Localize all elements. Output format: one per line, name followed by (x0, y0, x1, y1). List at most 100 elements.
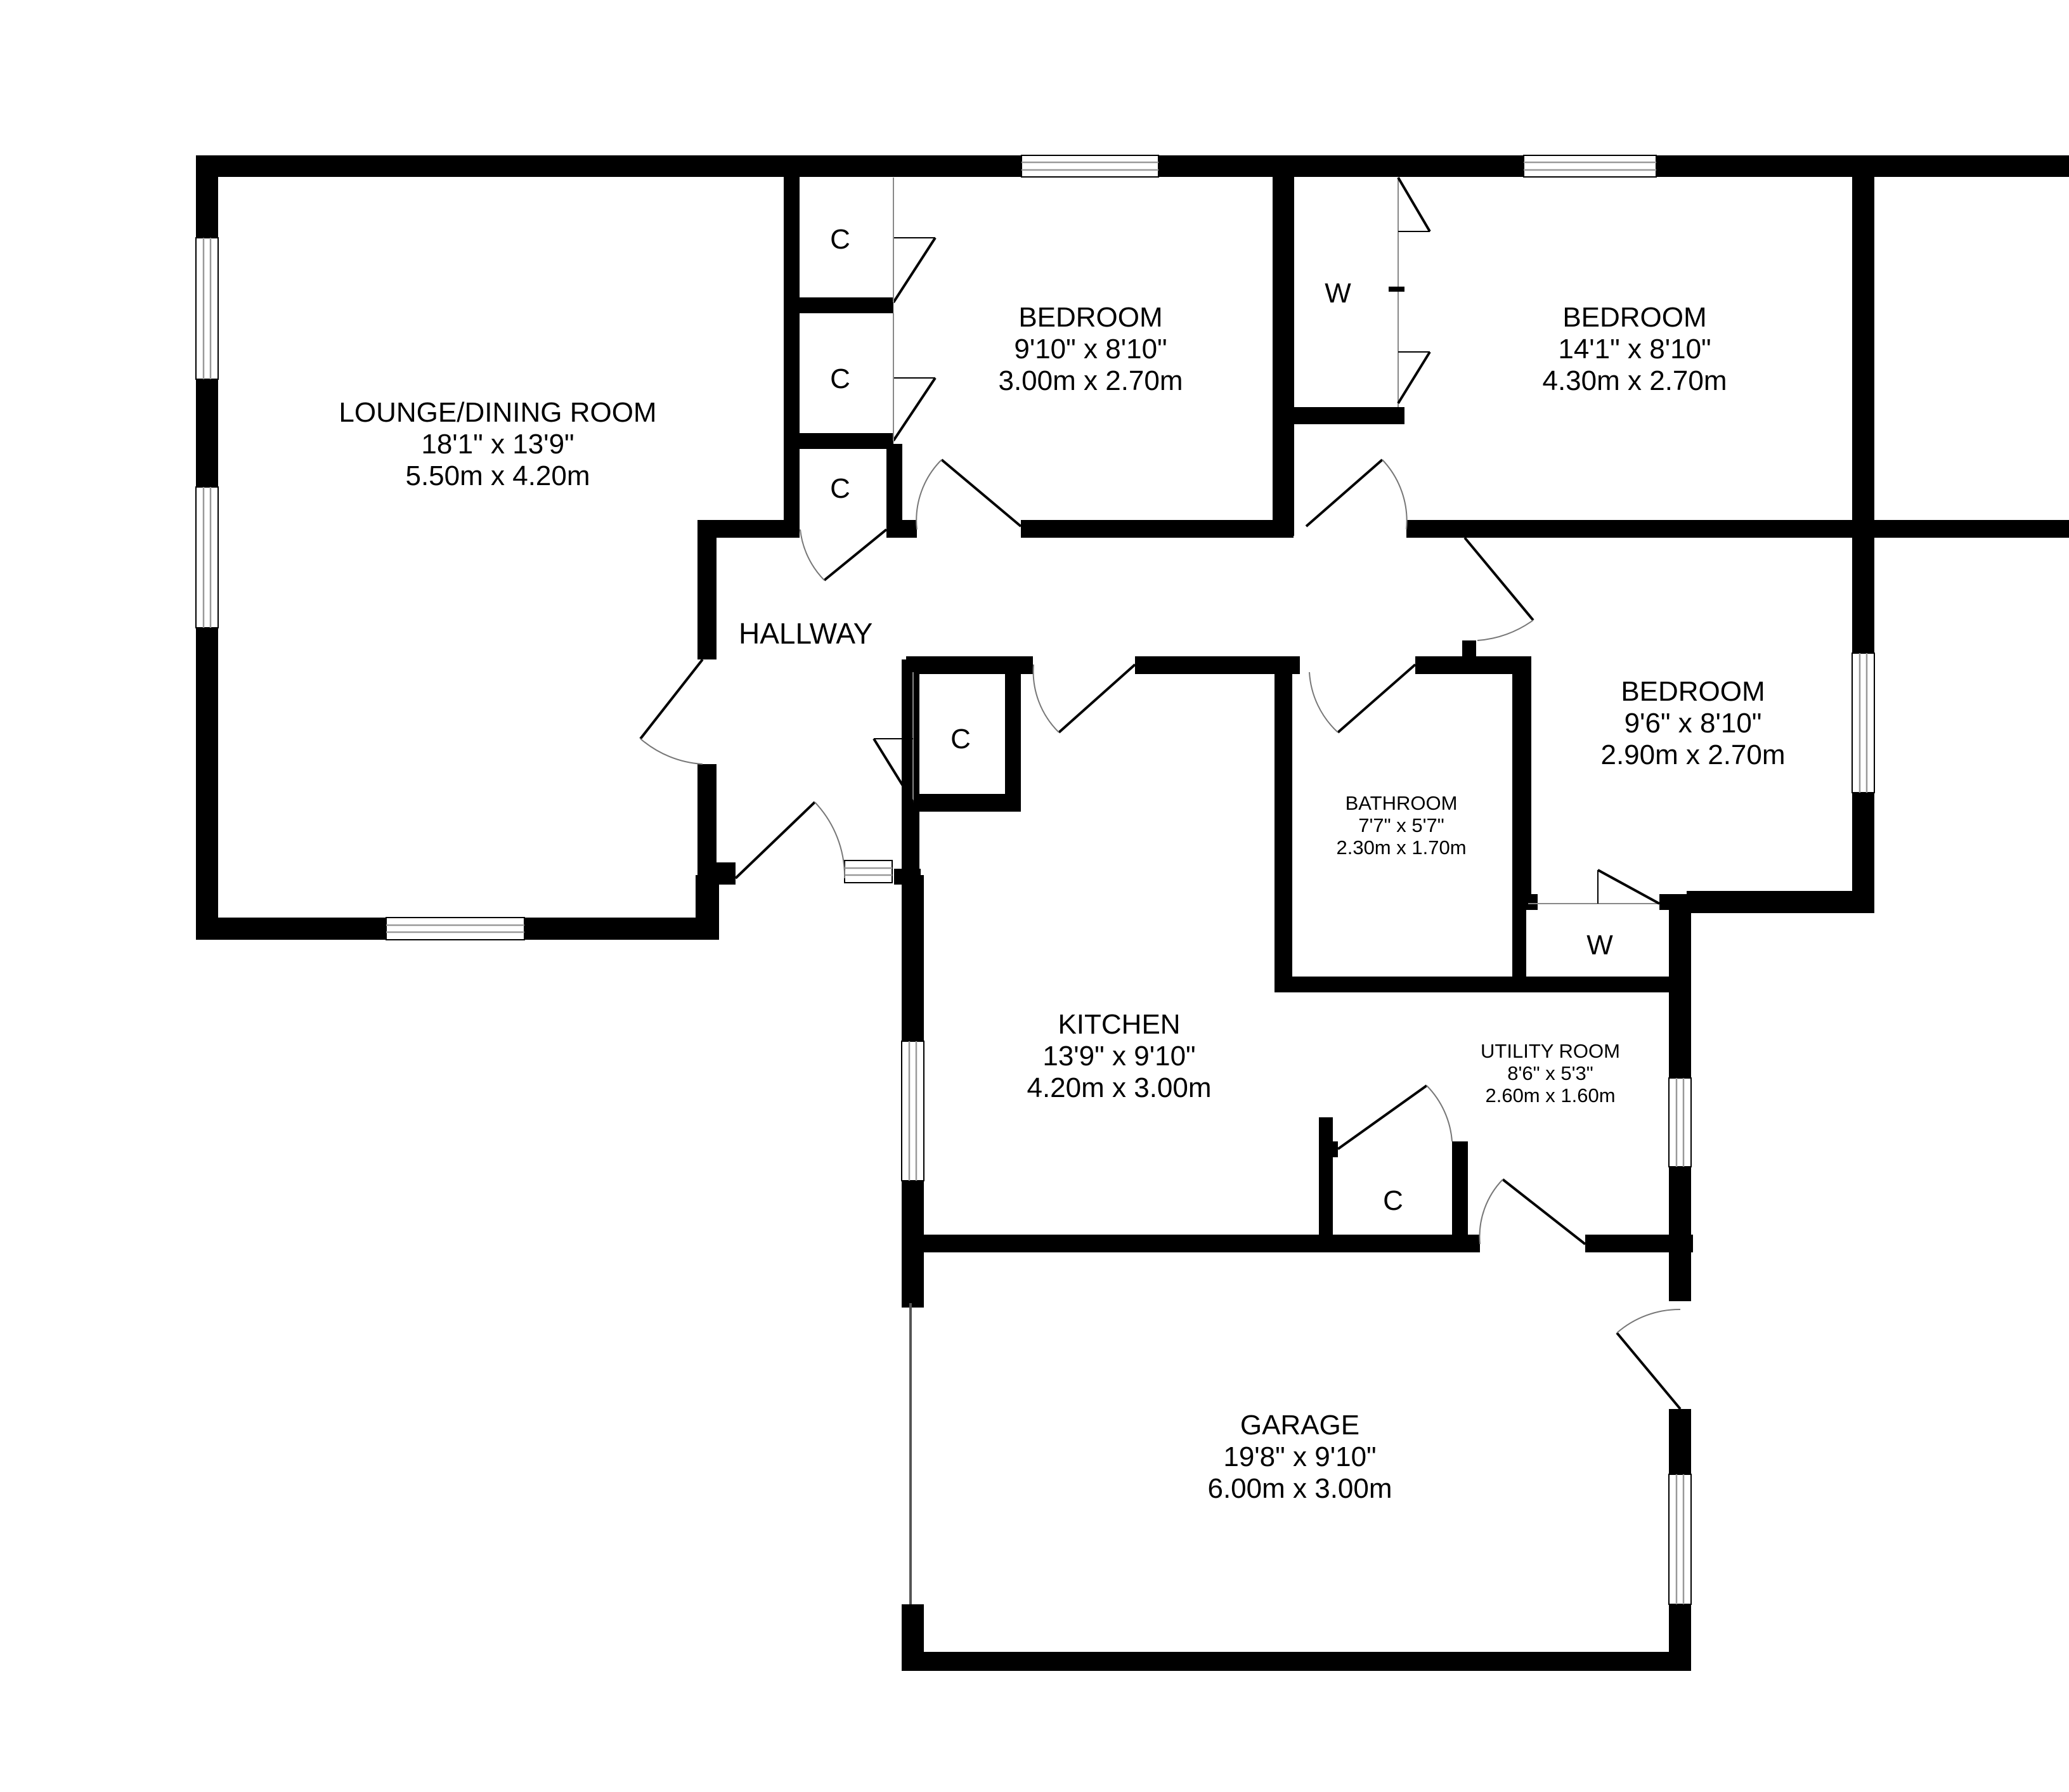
door-cupboard3 (800, 528, 888, 581)
window-bedroom2-top (1523, 155, 1657, 178)
door-cupboard2 (892, 313, 937, 442)
bedroom2-name: BEDROOM (1562, 302, 1706, 333)
wall-bedroom2-bottom (1406, 520, 2069, 538)
wall-cupboard-div-1 (784, 297, 893, 313)
door-lounge (639, 658, 704, 765)
wall-kitchen-entry (902, 794, 919, 873)
bedroom1-metric: 3.00m x 2.70m (998, 365, 1183, 396)
window-bedroom3-right (1852, 653, 1875, 793)
door-utility (1479, 1178, 1586, 1245)
bathroom-name: BATHROOM (1346, 792, 1458, 814)
door-wardrobe-bedroom3 (1528, 869, 1660, 905)
door-bedroom1 (916, 458, 1022, 530)
wall-top-left (196, 155, 1022, 177)
kitchen-name: KITCHEN (1058, 1009, 1180, 1040)
wall-lounge-bottom-2 (524, 918, 719, 940)
garage-name: GARAGE (1240, 1410, 1359, 1441)
wall-hallcup-bottom (902, 794, 1021, 812)
wall-top-mid (1158, 155, 1524, 177)
wall-hallcup-left (902, 659, 919, 802)
wall-bedroom1-bottom (1021, 520, 1294, 538)
cupboard-label-hall: C (950, 724, 971, 755)
window-lounge-bottom (386, 917, 525, 940)
bathroom-metric: 2.30m x 1.70m (1336, 836, 1466, 859)
cupboard-label-utility: C (1383, 1185, 1403, 1216)
wall-garage-right-1 (1669, 1409, 1691, 1474)
wardrobe-label-bedroom3: W (1586, 930, 1613, 961)
wall-kitchen-left-1 (902, 875, 924, 1041)
utility-metric: 2.60m x 1.60m (1485, 1084, 1615, 1107)
wall-lounge-left-2 (196, 379, 218, 487)
door-bathroom (1309, 663, 1417, 734)
wall-bedroom1-bedroom2 (1273, 155, 1294, 536)
door-cupboard1 (892, 178, 937, 304)
wall-kitchen-bottom (902, 1235, 1480, 1252)
doors (639, 176, 1682, 1410)
door-wardrobe-bedroom2 (1389, 176, 1431, 407)
bedroom3-imperial: 9'6" x 8'10" (1625, 708, 1762, 739)
wall-hallcup-right (1005, 659, 1021, 812)
door-garage-side (1616, 1308, 1682, 1410)
wall-bath-left (1274, 672, 1292, 992)
wall-hall-stub-top (886, 520, 917, 538)
wall-lounge-bottom-1 (196, 918, 386, 940)
wall-wardrobe-bottom (1289, 407, 1404, 424)
window-lounge-left-1 (195, 237, 219, 380)
wall-utility-right-1 (1669, 894, 1691, 1078)
hallway-label: HALLWAY (739, 617, 872, 650)
wall-bedroom3-right-1 (1852, 523, 1874, 653)
kitchen-metric: 4.20m x 3.00m (1027, 1072, 1211, 1103)
wall-garage-bottom (902, 1652, 1691, 1671)
bedroom1-imperial: 9'10" x 8'10" (1014, 334, 1167, 365)
wall-utility-right-3 (1669, 1235, 1691, 1301)
wall-kitchen-top-2 (1135, 656, 1300, 674)
wall-cupboard-div-2 (784, 433, 893, 449)
lounge-imperial: 18'1" x 13'9" (421, 429, 574, 460)
wall-utilcup-stub (1319, 1141, 1338, 1157)
wall-lounge-right (784, 155, 800, 520)
wall-bath-top (1415, 656, 1531, 674)
window-kitchen-left (901, 1041, 924, 1181)
wall-wardrobe-left (1512, 910, 1526, 992)
window-lounge-left-2 (195, 486, 219, 628)
wall-garage-right-2 (1669, 1604, 1691, 1671)
garage-metric: 6.00m x 3.00m (1207, 1473, 1392, 1504)
window-hall-small (844, 860, 893, 883)
bedroom1-name: BEDROOM (1018, 302, 1162, 333)
door-kitchen (1032, 663, 1136, 734)
walls (196, 155, 2069, 1671)
wall-utilcup-left (1319, 1117, 1333, 1250)
wall-bedroom3-bottom (1687, 891, 1874, 913)
bedroom2-metric: 4.30m x 2.70m (1542, 365, 1727, 396)
wardrobe-label-bedroom2: W (1325, 278, 1351, 309)
wall-hall-left-1 (697, 520, 717, 659)
door-hall-cupboard (872, 672, 914, 803)
door-hall-front (734, 801, 846, 880)
lounge-name: LOUNGE/DINING ROOM (339, 397, 656, 428)
wall-lounge-left-3 (196, 628, 218, 940)
door-bedroom2 (1305, 458, 1408, 530)
wall-lounge-left-1 (196, 155, 218, 238)
utility-name: UTILITY ROOM (1481, 1040, 1620, 1062)
window-utility-right (1668, 1077, 1692, 1167)
wall-garage-left-top (902, 1252, 919, 1303)
bedroom2-imperial: 14'1" x 8'10" (1558, 334, 1711, 365)
window-garage-right (1668, 1474, 1692, 1605)
bathroom-imperial: 7'7" x 5'7" (1358, 814, 1444, 836)
kitchen-imperial: 13'9" x 9'10" (1042, 1041, 1195, 1072)
wall-utilcup-right (1452, 1141, 1468, 1252)
window-bedroom1-top (1021, 155, 1159, 178)
cupboard-label-3: C (830, 473, 850, 504)
wall-hall-stub (704, 862, 736, 885)
wall-bedroom3-stub2 (1512, 894, 1538, 910)
wall-bedroom2-right (1852, 155, 1874, 531)
labels: LOUNGE/DINING ROOM 18'1" x 13'9" 5.50m x… (339, 224, 1785, 1504)
garage-imperial: 19'8" x 9'10" (1223, 1441, 1376, 1472)
bedroom3-metric: 2.90m x 2.70m (1600, 739, 1785, 770)
wall-bedroom3-stub (1462, 640, 1476, 659)
cupboard-label-2: C (830, 363, 850, 394)
windows (195, 155, 1875, 1605)
wall-bedroom3-left (1512, 656, 1531, 910)
door-utility-cupboard (1337, 1084, 1453, 1150)
